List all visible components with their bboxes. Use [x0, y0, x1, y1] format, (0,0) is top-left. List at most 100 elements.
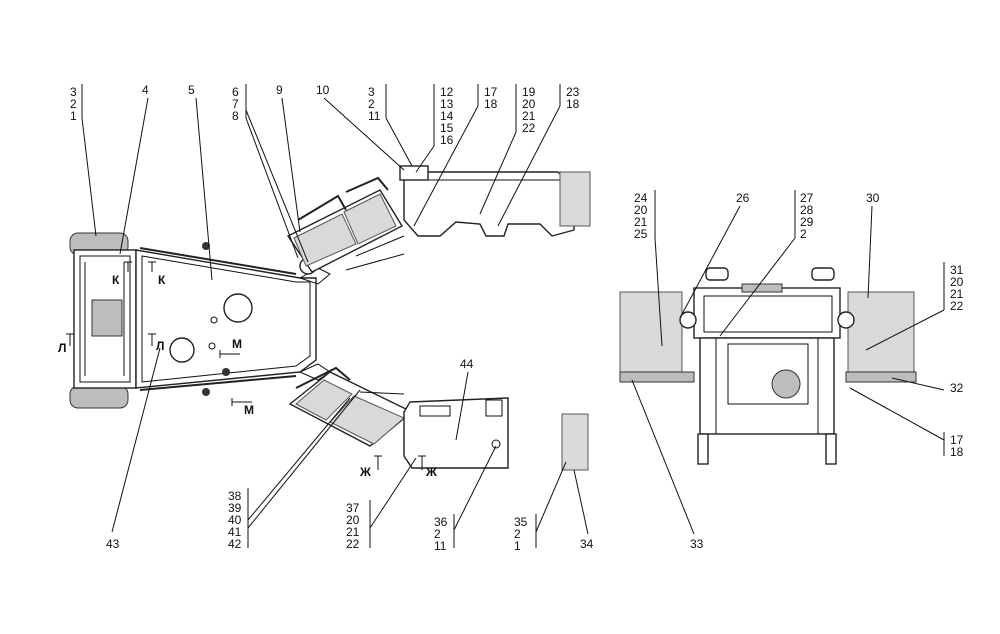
- callout-number: 8: [232, 109, 239, 123]
- callout-number: 7: [232, 97, 239, 111]
- callout-number: 31: [950, 263, 964, 277]
- callout-number: 38: [228, 489, 242, 503]
- callout-3-2-1: 321: [70, 85, 77, 123]
- callout-number: 18: [484, 97, 498, 111]
- callout-number: 41: [228, 525, 242, 539]
- callout-number: 11: [434, 539, 447, 553]
- callout-number: 21: [346, 525, 360, 539]
- callout-number: 17: [950, 433, 964, 447]
- callout-26: 26: [736, 191, 750, 205]
- callout-number: 5: [188, 83, 195, 97]
- callout-4: 4: [142, 83, 149, 97]
- callout-number: 2: [800, 227, 807, 241]
- callout-number: 4: [142, 83, 149, 97]
- callout-number: 25: [634, 227, 648, 241]
- callout-number: 3: [70, 85, 77, 99]
- callout-number: 12: [440, 85, 454, 99]
- callout-9: 9: [276, 83, 283, 97]
- callout-number: 16: [440, 133, 454, 147]
- callout-number: 9: [276, 83, 283, 97]
- callout-43: 43: [106, 537, 120, 551]
- callout-number: 2: [70, 97, 77, 111]
- callout-number: 3: [368, 85, 375, 99]
- section-mark-l-left: Л: [58, 341, 66, 355]
- leader-lines: [81, 84, 945, 548]
- callout-number: 20: [346, 513, 360, 527]
- callout-number: 6: [232, 85, 239, 99]
- upper-bracket: [345, 165, 591, 271]
- callout-number: 21: [950, 287, 964, 301]
- section-mark-k-left: К: [112, 273, 120, 287]
- callout-number: 26: [736, 191, 750, 205]
- callout-number: 11: [368, 109, 381, 123]
- callout-number: 28: [800, 203, 814, 217]
- step-plate: [561, 413, 589, 471]
- upper-step: [286, 176, 403, 273]
- callout-number: 21: [522, 109, 536, 123]
- frame-top-view: [69, 232, 331, 409]
- callout-number: 18: [950, 445, 964, 459]
- callout-number: 44: [460, 357, 474, 371]
- callout-5: 5: [188, 83, 195, 97]
- callout-number: 17: [484, 85, 498, 99]
- callout-number: 14: [440, 109, 454, 123]
- front-view: [619, 267, 917, 465]
- callout-number: 27: [800, 191, 814, 205]
- callout-30: 30: [866, 191, 880, 205]
- callout-number: 19: [522, 85, 536, 99]
- callout-6-7-8: 678: [232, 85, 239, 123]
- callout-number: 15: [440, 121, 454, 135]
- callout-number: 32: [950, 381, 964, 395]
- callout-44: 44: [460, 357, 474, 371]
- callout-number: 21: [634, 215, 648, 229]
- callout-32: 32: [950, 381, 964, 395]
- section-mark-m-upper: М: [232, 337, 242, 351]
- callout-number: 40: [228, 513, 242, 527]
- section-mark-k-right: К: [158, 273, 166, 287]
- callout-number: 43: [106, 537, 120, 551]
- callout-number: 33: [690, 537, 704, 551]
- section-mark-zh-left: Ж: [359, 465, 371, 479]
- lower-step: [288, 366, 414, 447]
- callout-number: 2: [368, 97, 375, 111]
- callout-10: 10: [316, 83, 330, 97]
- callout-number: 37: [346, 501, 360, 515]
- callout-number: 42: [228, 537, 242, 551]
- callout-number: 22: [522, 121, 536, 135]
- callout-number: 35: [514, 515, 528, 529]
- callout-number: 23: [566, 85, 580, 99]
- callout-number: 20: [634, 203, 648, 217]
- callout-number: 1: [514, 539, 521, 553]
- callout-number: 18: [566, 97, 580, 111]
- section-mark-l-right: Л: [156, 339, 164, 353]
- callout-number: 22: [950, 299, 964, 313]
- callout-number: 20: [950, 275, 964, 289]
- section-mark-m-lower: М: [244, 403, 254, 417]
- callout-number: 1: [70, 109, 77, 123]
- callout-number: 2: [514, 527, 521, 541]
- callout-number: 2: [434, 527, 441, 541]
- callout-number: 13: [440, 97, 454, 111]
- callout-number: 39: [228, 501, 242, 515]
- callout-34: 34: [580, 537, 594, 551]
- callout-number: 36: [434, 515, 448, 529]
- callout-number: 30: [866, 191, 880, 205]
- section-marks: К К Л Л М М Ж Ж: [58, 261, 437, 479]
- section-mark-zh-right: Ж: [425, 465, 437, 479]
- callout-number: 20: [522, 97, 536, 111]
